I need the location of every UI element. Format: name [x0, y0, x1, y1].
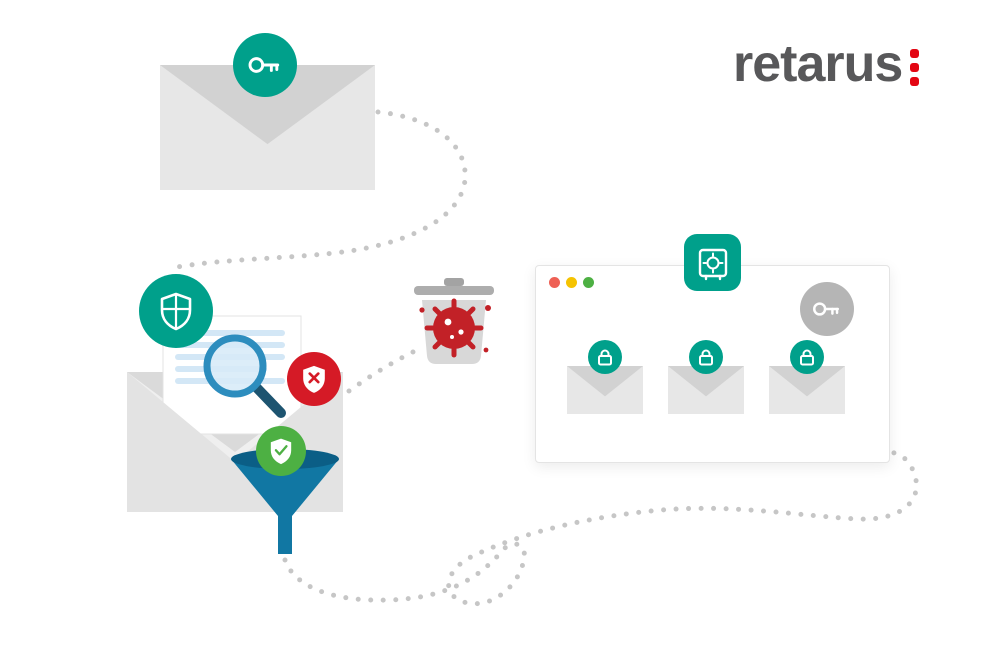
key-icon	[813, 302, 840, 316]
brand-logo: retarus	[733, 35, 920, 93]
virus-icon	[419, 298, 491, 358]
lock-badge	[790, 340, 824, 374]
window-control-green	[583, 277, 594, 288]
window-control-red	[549, 277, 560, 288]
dotted-path-top	[169, 109, 468, 271]
dotted-path-to-trash	[346, 349, 416, 394]
key-icon	[248, 57, 280, 73]
brand-logo-text: retarus	[733, 35, 903, 93]
funnel-cone	[231, 459, 339, 516]
window-control-yellow	[566, 277, 577, 288]
encrypted-message-envelope	[769, 366, 845, 414]
dotted-path-bottom	[282, 450, 919, 607]
brand-logo-colon-dots	[910, 38, 920, 86]
key-badge	[233, 33, 297, 97]
shield-check-icon	[270, 438, 292, 465]
encrypted-message-envelope	[668, 366, 744, 414]
shield-x-icon	[303, 365, 325, 393]
approved-badge	[256, 426, 306, 476]
safe-icon	[698, 248, 727, 280]
archive-key-badge	[800, 282, 854, 336]
trash-lid	[414, 286, 494, 295]
magnifier-handle	[251, 382, 286, 418]
trash-icon	[414, 278, 494, 364]
lock-icon	[800, 349, 814, 366]
lock-icon	[699, 349, 713, 366]
encrypted-message-envelope	[567, 366, 643, 414]
shield-badge	[139, 274, 213, 348]
lock-badge	[588, 340, 622, 374]
lock-icon	[598, 349, 612, 366]
trash-handle	[444, 278, 464, 286]
vault-badge	[684, 234, 741, 291]
magnifier-lens	[203, 334, 267, 398]
magnifier-icon	[203, 334, 286, 418]
shield-icon	[160, 292, 192, 331]
virus-block-badge	[287, 352, 341, 406]
envelope-flap	[160, 65, 375, 145]
lock-badge	[689, 340, 723, 374]
funnel-stem	[278, 516, 292, 554]
